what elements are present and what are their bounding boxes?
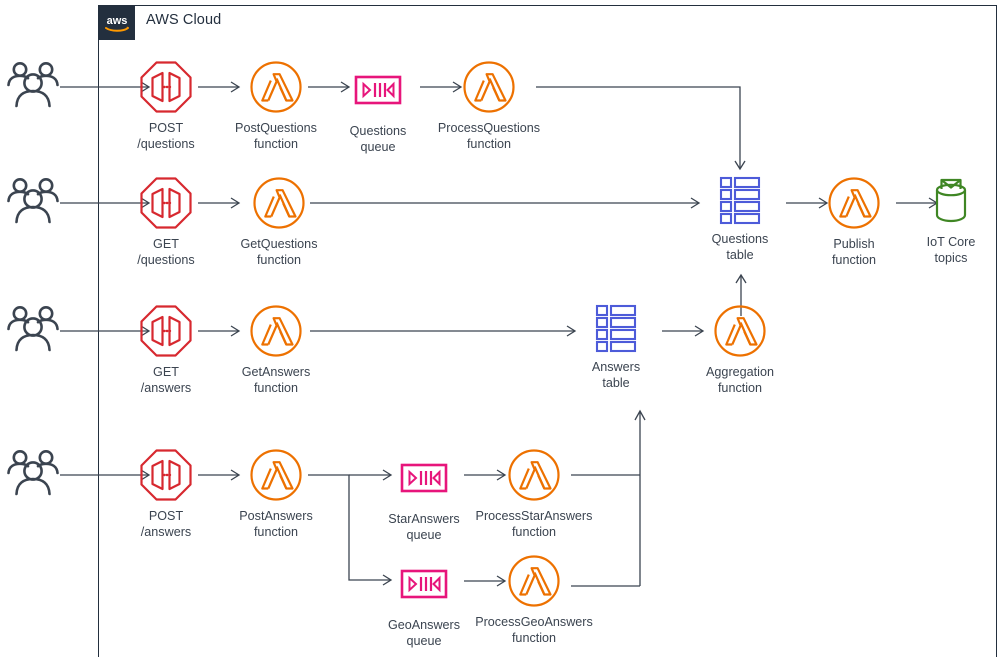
connector-process-answers-fns-to-answers-table: [571, 409, 646, 587]
connector-answers-table-to-aggregation-fn: [662, 325, 705, 337]
node-iot-core-topics[interactable]: IoT Core topics: [891, 173, 1002, 266]
node-label: POST /questions: [137, 121, 195, 151]
connector-post-questions-api-to-fn: [198, 81, 241, 93]
connector-get-answers-fn-to-answers-table: [310, 325, 577, 337]
aws-logo-icon: aws: [99, 6, 135, 40]
api-gateway-icon: [138, 175, 194, 231]
node-label: GET /answers: [140, 365, 192, 395]
node-label: Publish function: [831, 237, 877, 267]
node-label: StarAnswers queue: [388, 512, 460, 542]
node-label: ProcessStarAnswers function: [475, 509, 593, 539]
connector-questions-table-to-publish-fn: [786, 197, 829, 209]
lambda-icon: [506, 553, 562, 609]
node-post-questions-api[interactable]: POST /questions: [106, 59, 226, 152]
lambda-icon: [251, 175, 307, 231]
node-label: Questions queue: [349, 124, 407, 154]
svg-text:aws: aws: [107, 15, 128, 27]
node-get-answers-api[interactable]: GET /answers: [106, 303, 226, 396]
node-post-answers-function[interactable]: PostAnswers function: [216, 447, 336, 540]
iot-core-topic-icon: [923, 173, 979, 229]
connector-get-answers-api-to-fn: [198, 325, 241, 337]
sqs-queue-icon: [396, 556, 452, 612]
api-gateway-icon: [138, 447, 194, 503]
sqs-queue-icon: [396, 450, 452, 506]
connector-post-questions-fn-to-queue: [308, 81, 351, 93]
connector-users1-to-post-questions-api: [60, 81, 151, 93]
node-get-questions-api[interactable]: GET /questions: [106, 175, 226, 268]
connector-get-questions-api-to-fn: [198, 197, 241, 209]
api-gateway-icon: [138, 303, 194, 359]
node-label: POST /answers: [140, 509, 192, 539]
connector-users4-to-post-answers-api: [60, 469, 151, 481]
node-label: GET /questions: [137, 237, 195, 267]
connector-post-answers-fn-fanout: [308, 469, 393, 586]
node-answers-table[interactable]: Answers table: [556, 298, 676, 391]
node-label: ProcessQuestions function: [437, 121, 541, 151]
connector-users3-to-get-answers-api: [60, 325, 151, 337]
lambda-icon: [461, 59, 517, 115]
node-label: Aggregation function: [706, 365, 774, 395]
node-label: IoT Core topics: [926, 235, 976, 265]
users-icon-row-4: [4, 448, 62, 498]
node-process-star-answers-function[interactable]: ProcessStarAnswers function: [474, 447, 594, 540]
node-label: PostQuestions function: [235, 121, 317, 151]
aws-cloud-label: AWS Cloud: [146, 12, 222, 28]
dynamodb-table-icon: [588, 298, 644, 354]
connector-aggregation-fn-to-questions-table: [735, 273, 747, 316]
lambda-icon: [248, 59, 304, 115]
node-label: ProcessGeoAnswers function: [475, 615, 593, 645]
lambda-icon: [248, 303, 304, 359]
node-get-questions-function[interactable]: GetQuestions function: [219, 175, 339, 268]
lambda-icon: [826, 175, 882, 231]
connector-process-questions-fn-to-questions-table: [536, 86, 746, 171]
node-process-geo-answers-function[interactable]: ProcessGeoAnswers function: [474, 553, 594, 646]
node-label: GeoAnswers queue: [387, 618, 461, 648]
node-label: GetQuestions function: [240, 237, 318, 267]
lambda-icon: [712, 303, 768, 359]
node-questions-queue[interactable]: Questions queue: [318, 62, 438, 155]
node-publish-function[interactable]: Publish function: [794, 175, 914, 268]
node-label: PostAnswers function: [239, 509, 313, 539]
node-label: GetAnswers function: [241, 365, 311, 395]
node-label: Answers table: [591, 360, 641, 390]
node-questions-table[interactable]: Questions table: [680, 170, 800, 263]
connector-star-queue-to-process-star-fn: [464, 469, 507, 481]
sqs-queue-icon: [350, 62, 406, 118]
api-gateway-icon: [138, 59, 194, 115]
users-icon-row-1: [4, 60, 62, 110]
node-geo-answers-queue[interactable]: GeoAnswers queue: [364, 556, 484, 649]
lambda-icon: [506, 447, 562, 503]
connector-users2-to-get-questions-api: [60, 197, 151, 209]
connector-questions-queue-to-process-fn: [420, 81, 463, 93]
users-icon-row-3: [4, 304, 62, 354]
users-icon-row-2: [4, 176, 62, 226]
node-post-answers-api[interactable]: POST /answers: [106, 447, 226, 540]
node-label: Questions table: [711, 232, 769, 262]
connector-post-answers-api-to-fn: [198, 469, 241, 481]
node-post-questions-function[interactable]: PostQuestions function: [216, 59, 336, 152]
lambda-icon: [248, 447, 304, 503]
connector-get-questions-fn-to-questions-table: [310, 197, 701, 209]
connector-geo-queue-to-process-geo-fn: [464, 575, 507, 587]
node-aggregation-function[interactable]: Aggregation function: [680, 303, 800, 396]
node-star-answers-queue[interactable]: StarAnswers queue: [364, 450, 484, 543]
node-get-answers-function[interactable]: GetAnswers function: [216, 303, 336, 396]
dynamodb-table-icon: [712, 170, 768, 226]
node-process-questions-function[interactable]: ProcessQuestions function: [429, 59, 549, 152]
